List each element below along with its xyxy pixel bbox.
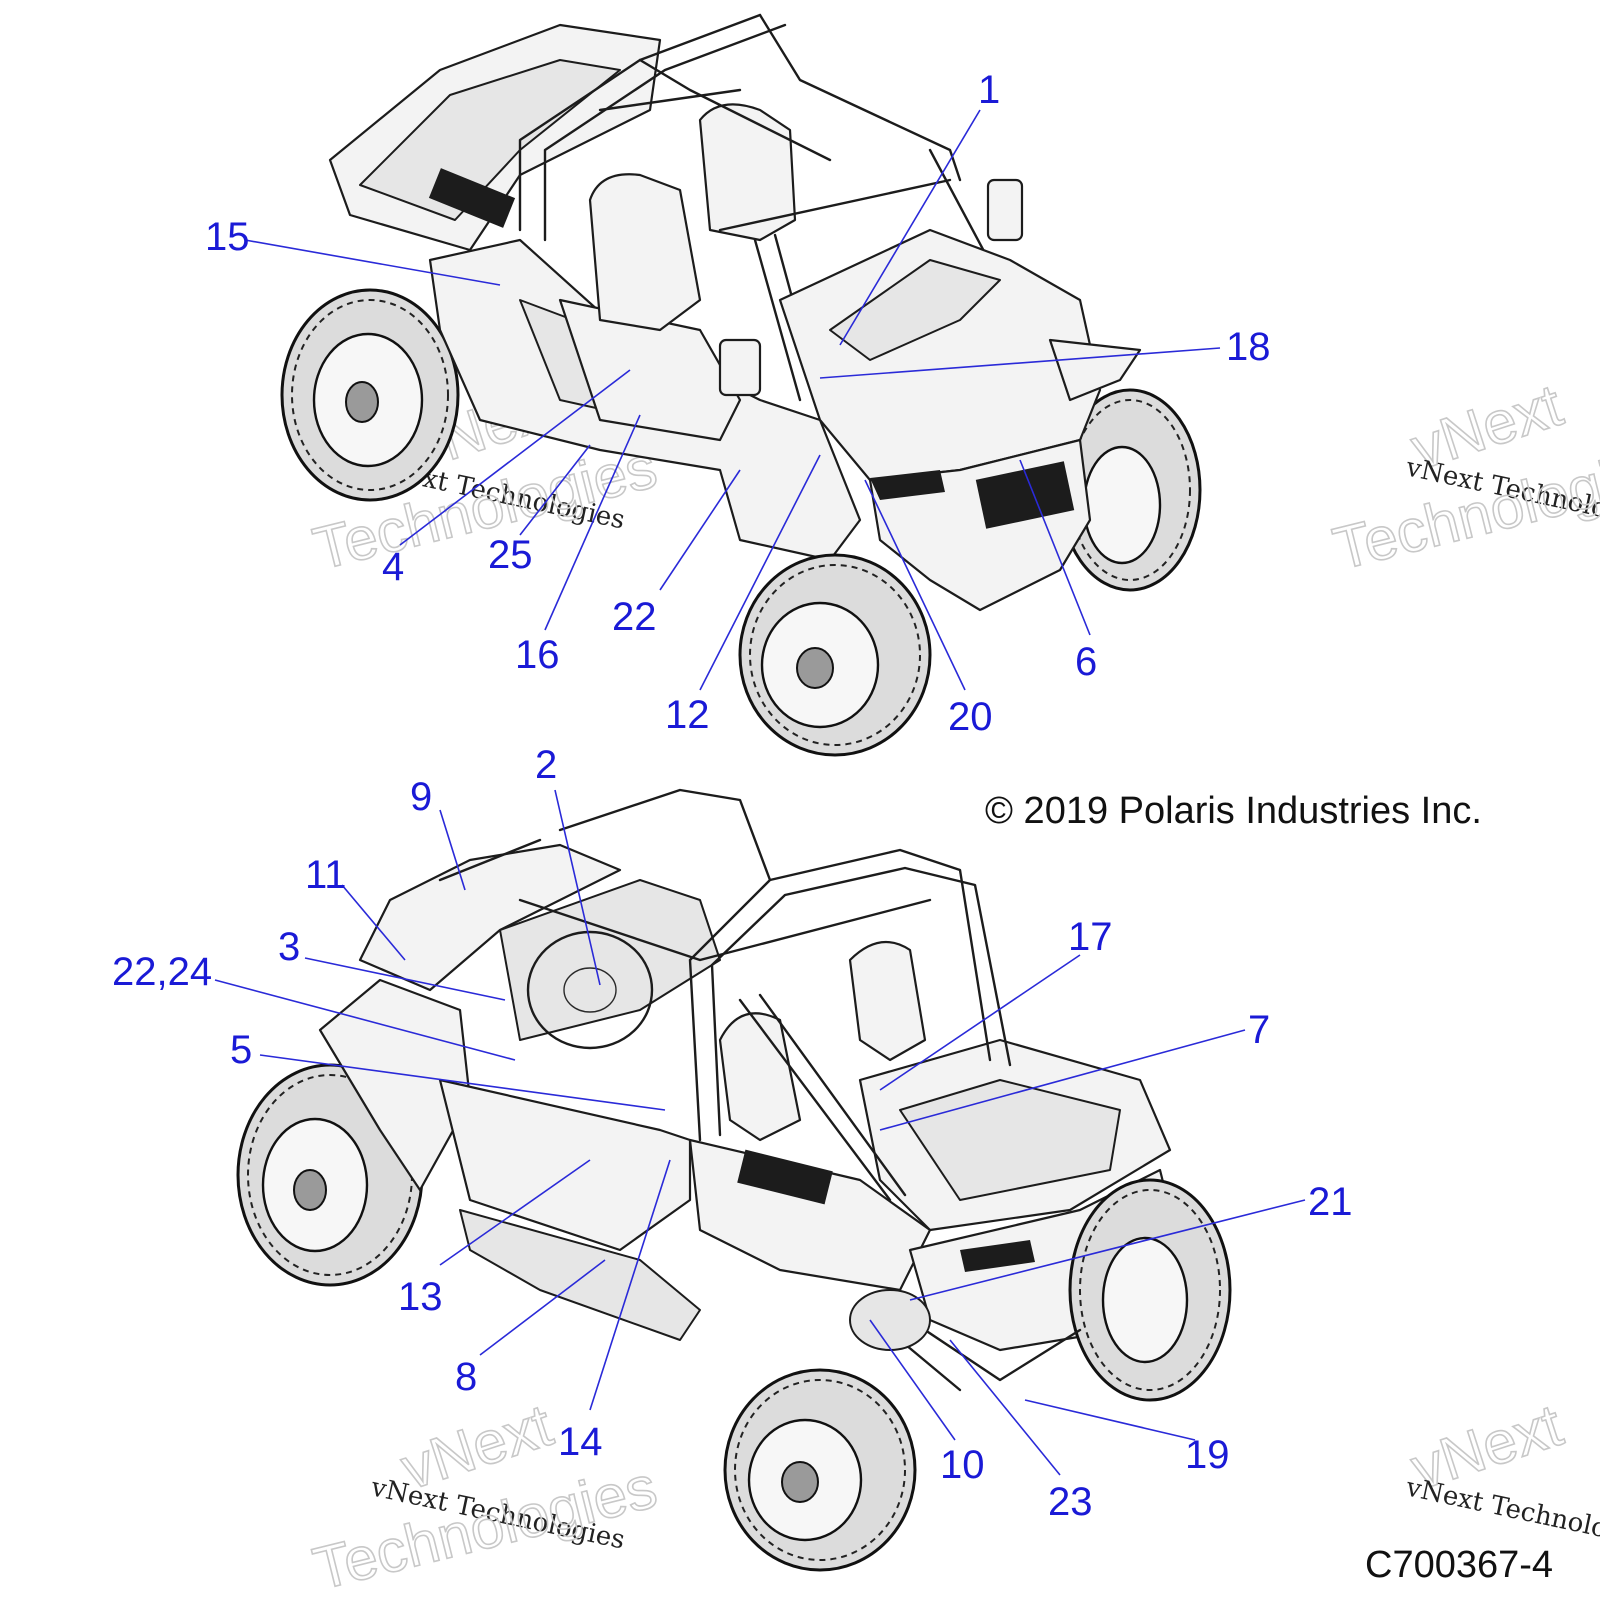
callouts-top: 1 15 18 4 25 16 22 12 20 6 xyxy=(205,68,1271,739)
seat-rear xyxy=(848,940,927,1062)
watermark-top-right: vNext vNext Technologies Technologies xyxy=(1326,370,1600,583)
hood xyxy=(778,228,1102,482)
side-mirror xyxy=(986,178,1024,242)
watermark-bottom-left: vNext vNext Technologies Technologies xyxy=(306,1390,664,1600)
callout-1: 1 xyxy=(978,68,1000,112)
dashboard xyxy=(499,879,721,1041)
wheel-front-right xyxy=(1058,388,1202,592)
headlight xyxy=(870,470,945,500)
leaders-bottom xyxy=(214,789,1306,1476)
callout-17: 17 xyxy=(1068,915,1113,959)
callout-13: 13 xyxy=(398,1275,443,1319)
door-panel xyxy=(438,1078,692,1252)
leaders-top xyxy=(244,109,1221,691)
callout-22-24: 22,24 xyxy=(112,950,212,994)
vehicle-bottom-illustration xyxy=(236,788,1232,1572)
wheel-front-left xyxy=(738,553,932,757)
callout-19: 19 xyxy=(1185,1433,1230,1477)
callout-3: 3 xyxy=(278,925,300,969)
side-vent xyxy=(737,1149,833,1205)
door-panel xyxy=(558,298,742,442)
callout-14: 14 xyxy=(558,1420,603,1464)
wheel-rear-right xyxy=(1068,1178,1232,1402)
callouts-bottom: 2 9 11 3 22,24 5 17 7 21 13 8 14 10 23 1… xyxy=(112,743,1353,1524)
steering-wheel xyxy=(526,930,654,1050)
callout-5: 5 xyxy=(230,1028,252,1072)
vehicle-top-illustration xyxy=(280,13,1202,757)
callout-9: 9 xyxy=(410,775,432,819)
callout-12: 12 xyxy=(665,693,710,737)
callout-4: 4 xyxy=(382,545,404,589)
callout-21: 21 xyxy=(1308,1180,1353,1224)
wheel-front-left xyxy=(723,1368,917,1572)
callout-25: 25 xyxy=(488,533,533,577)
callout-10: 10 xyxy=(940,1443,985,1487)
callout-6: 6 xyxy=(1075,640,1097,684)
callout-2: 2 xyxy=(535,743,557,787)
figure-id: C700367-4 xyxy=(1365,1544,1553,1586)
side-mirror xyxy=(718,338,762,397)
rocker-panel xyxy=(459,1209,701,1341)
hood xyxy=(358,843,622,992)
copyright-notice: © 2019 Polaris Industries Inc. xyxy=(985,790,1482,832)
callout-20: 20 xyxy=(948,695,993,739)
callout-15: 15 xyxy=(205,215,250,259)
side-vent xyxy=(428,168,516,228)
callout-11: 11 xyxy=(305,853,347,897)
roll-cage xyxy=(438,788,1012,1202)
callout-16: 16 xyxy=(515,633,560,677)
seat-front xyxy=(588,173,702,332)
wheel-rear-left xyxy=(280,288,460,502)
callout-22: 22 xyxy=(612,595,657,639)
rear-suspension xyxy=(849,1289,1082,1392)
watermark-bottom-right: vNext vNext Technologies xyxy=(1403,1390,1600,1555)
front-grille xyxy=(975,461,1075,529)
callout-23: 23 xyxy=(1048,1480,1093,1524)
callout-7: 7 xyxy=(1248,1008,1270,1052)
callout-8: 8 xyxy=(455,1355,477,1399)
tail-light xyxy=(960,1240,1035,1272)
callout-18: 18 xyxy=(1226,325,1271,369)
seat-front xyxy=(718,1012,802,1142)
seat-rear xyxy=(698,103,797,242)
